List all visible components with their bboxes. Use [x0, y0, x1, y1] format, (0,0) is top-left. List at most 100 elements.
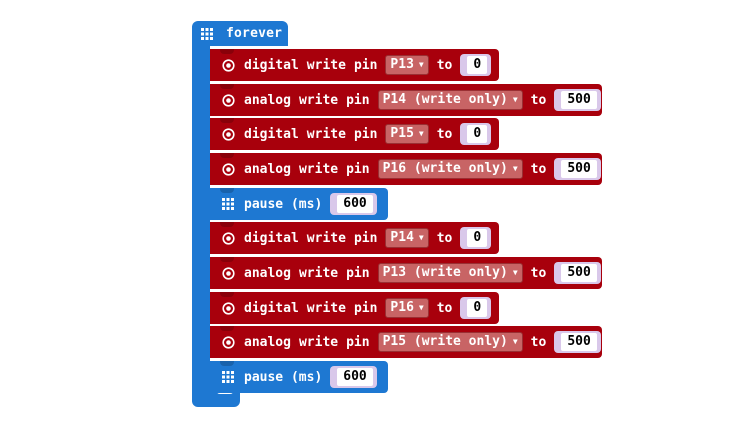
- value-input[interactable]: 600: [337, 368, 373, 386]
- target-icon: [220, 231, 236, 245]
- grid-icon: [220, 371, 236, 383]
- block-word-analog: analog: [244, 334, 291, 350]
- block-word-pin: pin: [353, 126, 378, 142]
- block-word-write: write: [306, 57, 346, 73]
- dropdown-caret-icon: ▼: [512, 268, 518, 277]
- pin-dropdown-value: P13 (write only): [382, 265, 508, 280]
- pause-label: pause (ms): [244, 369, 323, 385]
- block-word-pin: pin: [353, 57, 378, 73]
- block-word-digital: digital: [244, 57, 299, 73]
- target-icon: [220, 93, 236, 107]
- block-word-pin: pin: [346, 92, 370, 108]
- pause-label: pause (ms): [244, 196, 323, 212]
- target-icon: [220, 301, 236, 315]
- target-icon: [220, 335, 236, 349]
- block-word-pin: pin: [353, 230, 378, 246]
- pin-dropdown[interactable]: P15 (write only) ▼: [377, 332, 523, 352]
- forever-label: forever: [226, 26, 283, 41]
- digital-write-pin-block[interactable]: digital write pin P14 ▼ to 0: [210, 222, 499, 254]
- analog-write-pin-block[interactable]: analog write pin P14 (write only) ▼ to 50…: [210, 84, 602, 116]
- block-word-to: to: [530, 161, 547, 177]
- block-word-to: to: [436, 57, 453, 73]
- pin-dropdown-value: P14: [390, 230, 414, 245]
- pin-dropdown[interactable]: P15 ▼: [385, 124, 429, 144]
- block-word-to: to: [436, 126, 453, 142]
- pause-block[interactable]: pause (ms) 600: [210, 188, 388, 220]
- block-word-write: write: [306, 126, 346, 142]
- block-word-analog: analog: [244, 92, 291, 108]
- value-input-slot[interactable]: 0: [460, 54, 492, 76]
- dropdown-caret-icon: ▼: [512, 337, 518, 346]
- pin-dropdown-value: P15 (write only): [382, 334, 508, 349]
- dropdown-caret-icon: ▼: [418, 233, 424, 242]
- dropdown-caret-icon: ▼: [512, 164, 518, 173]
- dropdown-caret-icon: ▼: [418, 60, 424, 69]
- pause-block[interactable]: pause (ms) 600: [210, 361, 388, 393]
- value-input-slot[interactable]: 600: [330, 366, 377, 388]
- value-input[interactable]: 0: [467, 229, 488, 247]
- pin-dropdown-value: P15: [390, 126, 414, 141]
- value-input-slot[interactable]: 500: [554, 331, 601, 353]
- dropdown-caret-icon: ▼: [418, 303, 424, 312]
- block-word-digital: digital: [244, 230, 299, 246]
- block-word-write: write: [298, 92, 339, 108]
- target-icon: [220, 162, 236, 176]
- value-input[interactable]: 600: [337, 195, 373, 213]
- block-word-to: to: [530, 92, 547, 108]
- pin-dropdown[interactable]: P14 ▼: [385, 228, 429, 248]
- block-word-pin: pin: [346, 161, 370, 177]
- digital-write-pin-block[interactable]: digital write pin P13 ▼ to 0: [210, 49, 499, 81]
- block-word-pin: pin: [346, 334, 370, 350]
- block-word-pin: pin: [353, 300, 378, 316]
- pin-dropdown-value: P14 (write only): [382, 92, 508, 107]
- pin-dropdown[interactable]: P16 (write only) ▼: [377, 159, 523, 179]
- dropdown-caret-icon: ▼: [418, 129, 424, 138]
- block-word-to: to: [530, 265, 547, 281]
- value-input[interactable]: 0: [467, 299, 488, 317]
- pin-dropdown-value: P13: [390, 57, 414, 72]
- value-input[interactable]: 500: [561, 264, 597, 282]
- block-word-write: write: [298, 161, 339, 177]
- pin-dropdown[interactable]: P13 ▼: [385, 55, 429, 75]
- analog-write-pin-block[interactable]: analog write pin P15 (write only) ▼ to 50…: [210, 326, 602, 358]
- block-word-pin: pin: [346, 265, 370, 281]
- block-word-write: write: [306, 230, 346, 246]
- block-word-analog: analog: [244, 265, 291, 281]
- value-input[interactable]: 500: [561, 160, 597, 178]
- grid-icon: [201, 28, 213, 40]
- analog-write-pin-block[interactable]: analog write pin P13 (write only) ▼ to 50…: [210, 257, 602, 289]
- value-input[interactable]: 0: [467, 56, 488, 74]
- block-word-digital: digital: [244, 126, 299, 142]
- value-input-slot[interactable]: 500: [554, 89, 601, 111]
- block-word-digital: digital: [244, 300, 299, 316]
- value-input[interactable]: 0: [467, 125, 488, 143]
- block-word-to: to: [436, 300, 453, 316]
- value-input-slot[interactable]: 500: [554, 158, 601, 180]
- value-input-slot[interactable]: 600: [330, 193, 377, 215]
- pin-dropdown-value: P16 (write only): [382, 161, 508, 176]
- target-icon: [220, 58, 236, 72]
- block-word-to: to: [436, 230, 453, 246]
- value-input-slot[interactable]: 0: [460, 123, 492, 145]
- pin-dropdown-value: P16: [390, 300, 414, 315]
- value-input-slot[interactable]: 500: [554, 262, 601, 284]
- block-word-write: write: [298, 265, 339, 281]
- value-input[interactable]: 500: [561, 91, 597, 109]
- analog-write-pin-block[interactable]: analog write pin P16 (write only)▼ to 50…: [210, 153, 602, 185]
- block-word-write: write: [306, 300, 346, 316]
- value-input[interactable]: 500: [561, 333, 597, 351]
- pin-dropdown[interactable]: P13 (write only) ▼: [377, 263, 523, 283]
- block-word-write: write: [298, 334, 339, 350]
- digital-write-pin-block[interactable]: digital write pin P15 ▼ to 0: [210, 118, 499, 150]
- value-input-slot[interactable]: 0: [460, 227, 492, 249]
- pin-dropdown[interactable]: P16 ▼: [385, 298, 429, 318]
- block-word-to: to: [530, 334, 547, 350]
- dropdown-caret-icon: ▼: [512, 95, 518, 104]
- value-input-slot[interactable]: 0: [460, 297, 492, 319]
- target-icon: [220, 266, 236, 280]
- grid-icon: [220, 198, 236, 210]
- pin-dropdown[interactable]: P14 (write only) ▼: [377, 90, 523, 110]
- forever-block-spine[interactable]: [192, 40, 210, 395]
- digital-write-pin-block[interactable]: digital write pin P16 ▼ to 0: [210, 292, 499, 324]
